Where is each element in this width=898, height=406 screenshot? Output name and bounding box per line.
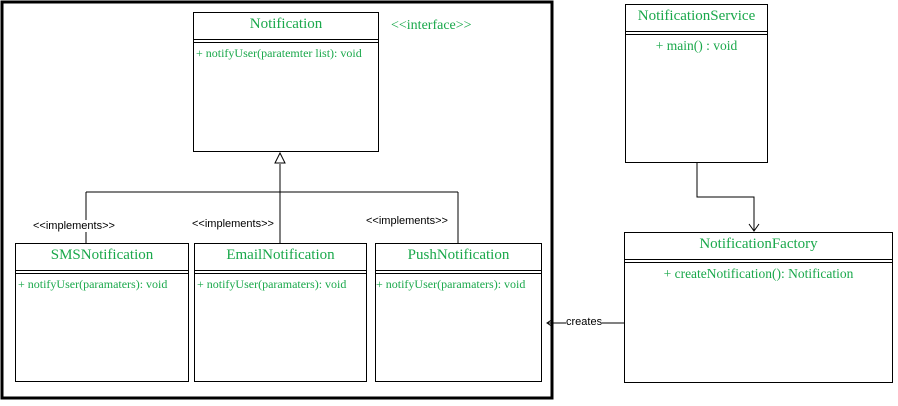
class-name: EmailNotification (226, 247, 335, 263)
package-boundary (0, 0, 554, 400)
class-sms-notification[interactable]: SMSNotification + notifyUser(paramaters)… (15, 243, 189, 382)
class-notification[interactable]: Notification + notifyUser(paratemter lis… (193, 12, 379, 152)
generalization-triangle (274, 151, 286, 164)
class-separator (626, 31, 767, 35)
class-operation: + notifyUser(paramaters): void (18, 277, 168, 291)
class-operation: + main() : void (655, 38, 738, 53)
class-separator (16, 270, 188, 274)
class-email-notification[interactable]: EmailNotification + notifyUser(paramater… (194, 243, 367, 382)
class-name: PushNotification (407, 247, 510, 263)
class-operation: + createNotification(): Notification (663, 266, 854, 281)
class-name: NotificationFactory (699, 236, 818, 252)
class-operation: + notifyUser(paratemter list): void (196, 46, 362, 60)
service-to-factory-arrowhead (748, 223, 760, 232)
class-name: Notification (249, 16, 323, 32)
creates-label: creates (566, 316, 603, 328)
class-separator (625, 259, 892, 263)
class-name: SMSNotification (50, 247, 154, 263)
class-operation: + notifyUser(paramaters): void (376, 277, 526, 291)
interface-stereotype: <<interface>> (391, 18, 472, 33)
class-separator (194, 39, 378, 43)
implements-label-email: <<implements>> (192, 218, 274, 230)
class-notification-service[interactable]: NotificationService + main() : void (625, 4, 768, 163)
class-notification-factory[interactable]: NotificationFactory + createNotification… (624, 232, 893, 383)
class-separator (376, 270, 541, 274)
class-operation: + notifyUser(paramaters): void (197, 277, 347, 291)
creates-arrowhead (546, 318, 554, 328)
service-to-factory-line (696, 163, 755, 230)
class-push-notification[interactable]: PushNotification + notifyUser(paramaters… (375, 243, 542, 382)
class-separator (195, 270, 366, 274)
class-name: NotificationService (637, 8, 756, 24)
implements-label-push: <<implements>> (366, 215, 448, 227)
implements-label-sms: <<implements>> (33, 220, 115, 232)
